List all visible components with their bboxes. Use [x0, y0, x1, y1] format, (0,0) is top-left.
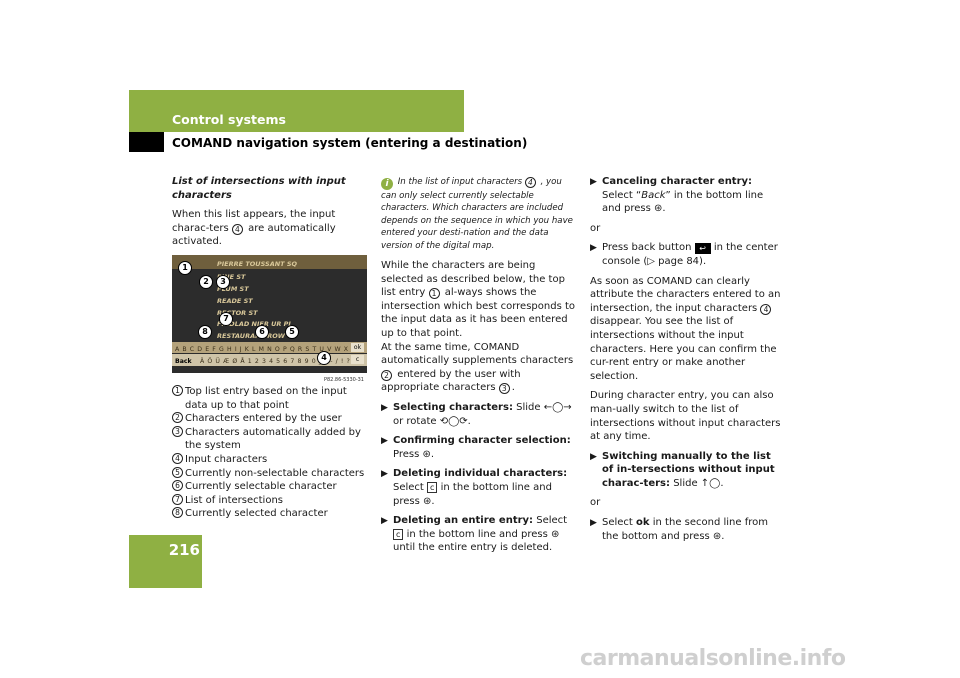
- bullet-arrow-icon: ▶: [590, 518, 597, 529]
- column-1: List of intersections with input charact…: [172, 175, 367, 521]
- screen-back-label: Back: [175, 357, 192, 365]
- callout-2: 2: [199, 274, 213, 289]
- screen-entry: PINE ST: [217, 272, 246, 281]
- bullet-arrow-icon: ▶: [590, 177, 597, 187]
- header-band: [129, 90, 464, 132]
- ok-key-icon: ok: [636, 517, 650, 529]
- bullet-item: ▶ Confirming character selection:Press ⊛…: [381, 435, 571, 460]
- screen-top-bar: [172, 254, 367, 269]
- section-title: Control systems: [172, 112, 286, 127]
- paragraph: As soon as COMAND can clearly attribute …: [590, 275, 781, 382]
- list-heading: List of intersections with input charact…: [172, 176, 346, 201]
- screen-c-key: c: [351, 354, 364, 364]
- column-3: ▶ Canceling character entry:Select “Back…: [590, 175, 785, 549]
- callout-4: 4: [524, 177, 536, 188]
- info-note: i In the list of input characters 4 , yo…: [381, 177, 573, 251]
- bullet-arrow-icon: ▶: [381, 436, 388, 447]
- or-text: or: [590, 497, 601, 509]
- callout-5: 5: [285, 324, 299, 339]
- screen-entry: PIERRE TOUSSANT SQ: [217, 259, 298, 268]
- screen-entry: PLUM ST: [217, 284, 249, 293]
- callout-3: 3: [498, 383, 510, 395]
- or-text: or: [590, 222, 601, 234]
- c-key-icon: c: [393, 528, 404, 540]
- comand-screen: PIERRE TOUSSANT SQ PINE ST PLUM ST READE…: [172, 254, 367, 373]
- bullet-arrow-icon: ▶: [590, 451, 597, 462]
- bullet-item: ▶ Canceling character entry:Select “Back…: [590, 176, 764, 215]
- chars-row: Back Ä Ö Ü Æ Ø Å 1 2 3 4 5 6 7 8 9 0 _ ,…: [172, 353, 367, 366]
- callout-1: 1: [178, 260, 192, 275]
- bullet-item: ▶ Press back button ↩ in the center cons…: [590, 242, 778, 267]
- screen-ok-key: ok: [351, 342, 364, 352]
- c-key-icon: c: [427, 481, 438, 493]
- comand-screen-figure: PIERRE TOUSSANT SQ PINE ST PLUM ST READE…: [172, 254, 367, 383]
- back-button-icon: ↩: [694, 243, 711, 255]
- column-2: i In the list of input characters 4 , yo…: [381, 176, 576, 561]
- callout-4: 4: [760, 303, 772, 315]
- subsection-title: COMAND navigation system (entering a des…: [172, 136, 528, 150]
- bullet-item: ▶ Deleting an entire entry: Select c in …: [381, 515, 568, 554]
- bullet-arrow-icon: ▶: [590, 243, 597, 254]
- paragraph: During character entry, you can also man…: [590, 390, 781, 443]
- letters-row: A B C D E F G H I J K L M N O P Q R S T …: [172, 341, 367, 367]
- callout-3: 3: [216, 274, 230, 289]
- screen-entry: READE ST: [217, 296, 253, 305]
- bullet-item: ▶ Deleting individual characters:Select …: [381, 468, 568, 507]
- bullet-item: ▶ Selecting characters: Slide ←◯→ or rot…: [381, 401, 572, 427]
- bullet-item: ▶ Select ok in the second line from the …: [590, 517, 768, 542]
- figure-reference: P82.86-5330-31: [323, 376, 364, 383]
- watermark: carmanualsonline.info: [580, 646, 846, 671]
- header-black-tab: [129, 132, 164, 152]
- intro-paragraph: When this list appears, the input charac…: [172, 209, 336, 248]
- callout-6: 6: [255, 324, 269, 339]
- callout-4: 4: [317, 350, 331, 365]
- screen-entry: RECTOR ST: [217, 308, 258, 317]
- bullet-arrow-icon: ▶: [381, 516, 388, 527]
- callout-8: 8: [198, 324, 212, 339]
- screen-entry: RESTAURANT ROW: [217, 331, 285, 340]
- page-number-box: [129, 535, 202, 588]
- info-icon: i: [381, 178, 393, 190]
- bullet-item: ▶ Switching manually to the list of in-t…: [590, 450, 775, 489]
- paragraph: While the characters are being selected …: [381, 260, 575, 395]
- callout-1: 1: [428, 288, 440, 300]
- callout-4: 4: [231, 223, 243, 235]
- page-number: 216: [168, 541, 200, 559]
- callout-2: 2: [381, 369, 392, 381]
- bullet-arrow-icon: ▶: [381, 402, 388, 413]
- screen-entry: FINDLAD NIER UR PL: [217, 319, 293, 328]
- callout-7: 7: [219, 311, 233, 326]
- bullet-arrow-icon: ▶: [381, 469, 388, 480]
